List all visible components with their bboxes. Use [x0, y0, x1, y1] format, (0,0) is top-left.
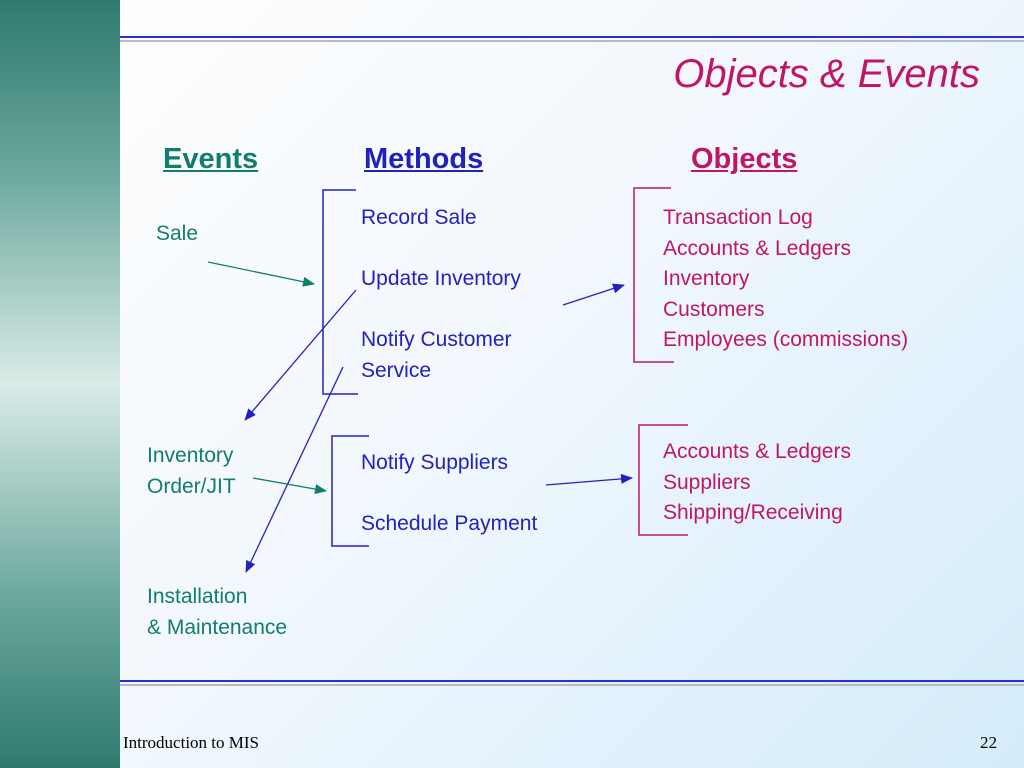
top-rule: [120, 36, 1024, 42]
arrow-order-jit-to-methods-2: [252, 477, 327, 494]
slide-sidebar-band: [0, 0, 120, 768]
events-header: Events: [163, 143, 259, 175]
event-line: & Maintenance: [147, 615, 288, 639]
objects-group-1: Transaction Log Accounts & Ledgers Inven…: [663, 203, 908, 356]
slide-title: Objects & Events: [673, 52, 980, 96]
methods-group-2: Notify Suppliers Schedule Payment: [361, 448, 537, 540]
object-item: Inventory: [663, 267, 750, 291]
object-item: Accounts & Ledgers: [663, 236, 851, 260]
method-item: Schedule Payment: [361, 512, 538, 536]
objects-bracket-1: [633, 187, 674, 363]
object-item: Customers: [663, 297, 765, 321]
event-line: Order/JIT: [147, 474, 236, 498]
objects-header: Objects: [691, 143, 798, 175]
event-installation: Installation & Maintenance: [147, 582, 287, 643]
object-item: Shipping/Receiving: [663, 501, 843, 525]
arrow-notify-customer-to-installation: [245, 366, 344, 573]
event-line: Installation: [147, 585, 248, 608]
method-item: Service: [361, 358, 432, 382]
bottom-rule: [120, 680, 1024, 686]
arrow-methods-2-to-objects-2: [545, 473, 633, 486]
footer-page-number: 22: [980, 733, 997, 752]
methods-bracket-2: [331, 435, 369, 547]
objects-group-2: Accounts & Ledgers Suppliers Shipping/Re…: [663, 437, 851, 529]
objects-bracket-2: [638, 424, 688, 536]
method-item: Update Inventory: [361, 267, 521, 291]
object-item: Suppliers: [663, 470, 751, 494]
event-line: Inventory: [147, 444, 234, 467]
event-inventory-order: Inventory Order/JIT: [147, 441, 236, 502]
object-item: Accounts & Ledgers: [663, 440, 851, 463]
footer-course-title: Introduction to MIS: [123, 733, 259, 752]
methods-header: Methods: [364, 143, 484, 175]
arrow-sale-to-methods: [207, 261, 315, 287]
object-item: Employees (commissions): [663, 328, 909, 352]
method-item: Notify Suppliers: [361, 451, 509, 474]
event-sale: Sale: [156, 222, 199, 245]
method-item: Notify Customer: [361, 328, 512, 352]
arrow-methods-1-to-objects-1: [562, 283, 625, 306]
arrow-update-inventory-to-inventory-order: [244, 289, 357, 421]
methods-group-1: Record Sale Update Inventory Notify Cust…: [361, 203, 521, 387]
method-item: Record Sale: [361, 206, 477, 229]
object-item: Transaction Log: [663, 206, 813, 229]
methods-bracket-1: [322, 189, 358, 395]
